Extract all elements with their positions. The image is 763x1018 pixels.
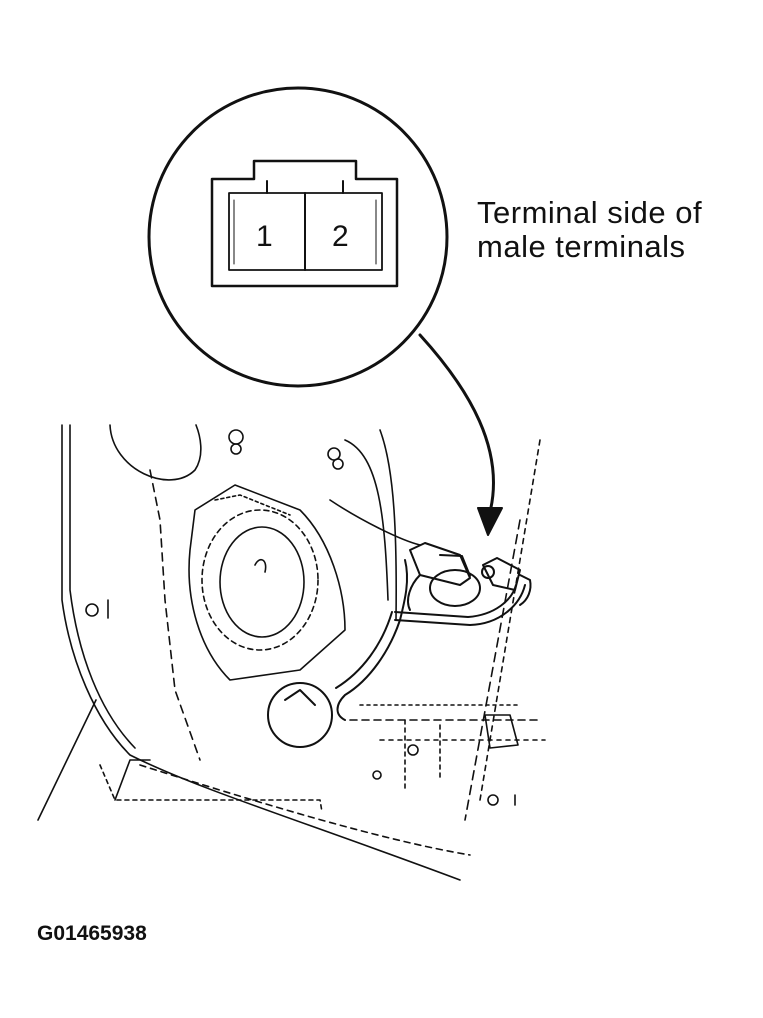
callout-line-1: Terminal side of [477,195,703,230]
mounting-clips [85,429,516,806]
speaker [188,484,346,681]
figure-id: G01465938 [37,922,147,945]
pin-1-label: 1 [256,220,273,253]
door-panel [37,424,546,881]
harness-connector [407,542,481,611]
detail-circle [147,86,449,388]
callout-line-2: male terminals [477,229,686,264]
callout-label: Terminal side of male terminals [477,196,747,264]
leader-line [418,333,495,514]
arrow-head [477,507,503,536]
connector-face [210,159,399,288]
mating-connector [481,557,532,606]
pin-2-label: 2 [332,220,349,253]
